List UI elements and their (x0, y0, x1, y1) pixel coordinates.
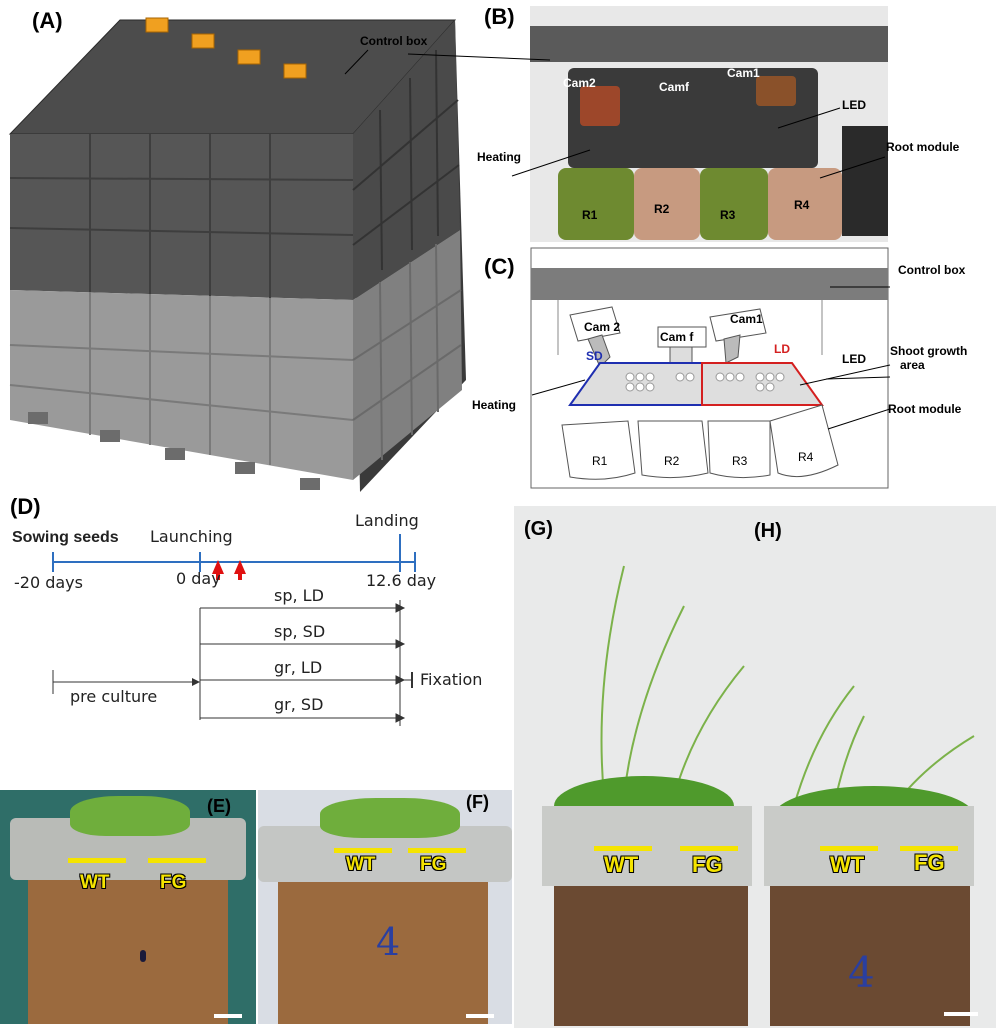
scale-bar-e (214, 1014, 242, 1018)
panel-label-g: (G) (524, 518, 553, 540)
label-sowing-seeds: Sowing seeds (12, 529, 119, 546)
label-cam2-b: Cam2 (563, 76, 596, 90)
label-sp-sd: sp, SD (274, 622, 326, 641)
label-fg-h: FG (914, 850, 945, 875)
label-r4-b: R4 (794, 198, 810, 212)
marker-fg-g (680, 846, 738, 851)
label-shoot-area-c: area (900, 358, 925, 372)
scale-bar-f (466, 1014, 494, 1018)
timeline-diagram (52, 534, 416, 726)
bolting-plants-drawing (542, 565, 975, 1026)
panel-label-a: (A) (32, 8, 63, 33)
label-gr-sd: gr, SD (274, 695, 324, 714)
marker-fg-f (408, 848, 466, 853)
panel-label-b: (B) (484, 4, 515, 29)
marker-wt-e (68, 858, 126, 863)
label-cam1-b: Cam1 (727, 66, 760, 80)
flight-hardware-photo (530, 6, 888, 242)
pot-number-h: 4 (848, 948, 875, 997)
label-fg-e: FG (160, 872, 187, 893)
marker-wt-g (594, 846, 652, 851)
label-launching: Launching (150, 527, 233, 546)
plant-photo-e (0, 790, 256, 1024)
label-12-6-day: 12.6 day (366, 571, 437, 590)
label-r2-b: R2 (654, 202, 670, 216)
label-wt-f: WT (346, 854, 376, 875)
label-minus-20-days: -20 days (14, 573, 83, 592)
label-led-b: LED (842, 98, 866, 112)
label-heating-b: Heating (477, 150, 522, 164)
label-shoot-growth-c: Shoot growth (890, 344, 968, 358)
label-root-module-b: Root module (886, 140, 960, 154)
panel-label-h: (H) (754, 520, 782, 542)
schematic-diagram (530, 247, 891, 489)
panel-b-leader-lines (407, 53, 886, 179)
label-r1-c: R1 (592, 454, 608, 468)
label-camf-c: Cam f (660, 330, 694, 344)
marker-wt-f (334, 848, 392, 853)
label-led-c: LED (842, 352, 866, 366)
panel-label-d: (D) (10, 494, 41, 519)
panel-label-c: (C) (484, 254, 515, 279)
label-landing: Landing (355, 511, 419, 530)
label-ld-c: LD (774, 342, 790, 356)
plant-photo-gh (514, 506, 996, 1028)
label-gr-ld: gr, LD (274, 658, 323, 677)
marker-wt-h (820, 846, 878, 851)
label-control-box-a: Control box (360, 34, 428, 48)
plant-photo-f (258, 790, 512, 1024)
label-fixation: Fixation (420, 670, 483, 689)
label-0-day: 0 day (176, 569, 221, 588)
label-wt-e: WT (80, 872, 110, 893)
label-fg-f: FG (420, 854, 447, 875)
scale-bar-gh (944, 1012, 978, 1016)
label-r2-c: R2 (664, 454, 680, 468)
label-r4-c: R4 (798, 450, 814, 464)
label-root-module-c: Root module (888, 402, 962, 416)
label-sd-c: SD (586, 349, 603, 363)
label-r1-b: R1 (582, 208, 598, 222)
marker-fg-h (900, 846, 958, 851)
label-heating-c: Heating (472, 398, 517, 412)
label-cam2-c: Cam 2 (584, 320, 621, 334)
label-wt-h: WT (830, 852, 865, 877)
marker-fg-e (148, 858, 206, 863)
label-sp-ld: sp, LD (274, 586, 324, 605)
label-cam1-c: Cam1 (730, 312, 763, 326)
label-fg-g: FG (692, 852, 723, 877)
label-r3-c: R3 (732, 454, 748, 468)
label-camf-b: Camf (659, 80, 690, 94)
panel-label-e: (E) (207, 796, 231, 816)
panel-label-f: (F) (466, 792, 489, 812)
control-box-3d-diagram (8, 17, 466, 492)
label-pre-culture: pre culture (70, 687, 158, 706)
pot-number-f: 4 (376, 920, 401, 964)
label-r3-b: R3 (720, 208, 736, 222)
label-wt-g: WT (604, 852, 639, 877)
label-control-box-c: Control box (898, 263, 966, 277)
